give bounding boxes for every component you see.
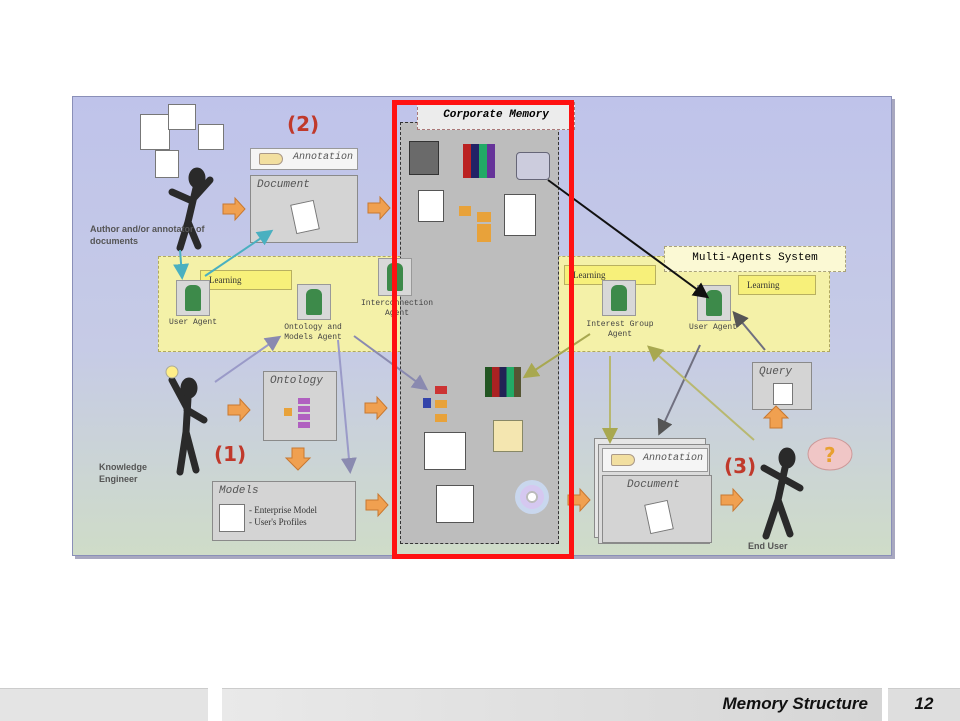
author-figure bbox=[168, 167, 214, 252]
annotation-label-right: Annotation bbox=[643, 453, 704, 464]
document-label: Document bbox=[257, 179, 310, 191]
cd-disc-icon bbox=[515, 480, 549, 514]
models-card: Models - Enterprise Model - User's Profi… bbox=[212, 481, 356, 541]
books-icon bbox=[463, 144, 495, 178]
hierarchy-icon bbox=[423, 386, 453, 422]
folder-tree-icon bbox=[459, 206, 493, 242]
corporate-memory-label: Corporate Memory bbox=[417, 102, 575, 130]
learning-tag-right: Learning bbox=[738, 275, 816, 295]
corporate-memory-highlight bbox=[392, 100, 574, 559]
models-list: - Enterprise Model - User's Profiles bbox=[249, 504, 317, 528]
diagram-doc-icon bbox=[436, 485, 474, 523]
query-card: Query bbox=[752, 362, 812, 410]
step-marker-3: (3) bbox=[724, 454, 757, 478]
author-label: Author and/or annotator of documents bbox=[90, 224, 205, 246]
document-pile-icon bbox=[155, 150, 179, 178]
envelope-icon bbox=[493, 420, 523, 452]
document-pile-icon bbox=[198, 124, 224, 150]
step-marker-1: (1) bbox=[214, 442, 247, 466]
learning-tag-left: Learning bbox=[200, 270, 292, 290]
end-user-label: End User bbox=[748, 541, 788, 551]
flow-arrows bbox=[222, 195, 790, 518]
tag-icon bbox=[611, 454, 635, 466]
document-card-right: Document bbox=[602, 475, 712, 543]
ontology-card: Ontology bbox=[263, 371, 337, 441]
end-user-figure bbox=[760, 447, 804, 540]
user-agent-left-icon bbox=[176, 280, 210, 316]
filing-cabinet-icon bbox=[409, 141, 439, 175]
ontology-label: Ontology bbox=[270, 375, 323, 387]
interest-group-agent-icon bbox=[602, 280, 636, 316]
page-number: 12 bbox=[914, 694, 934, 713]
annotation-label: Annotation bbox=[293, 152, 354, 163]
query-label: Query bbox=[759, 366, 793, 378]
ontology-agent-icon bbox=[297, 284, 331, 320]
database-stack-icon bbox=[516, 152, 550, 180]
form-document-icon bbox=[418, 190, 444, 222]
books-green-icon bbox=[485, 367, 521, 397]
document-pile-icon bbox=[140, 114, 170, 150]
footer-page-box: 12 bbox=[888, 688, 960, 721]
slide-title: Memory Structure bbox=[722, 694, 868, 713]
multi-agents-label: Multi-Agents System bbox=[664, 246, 846, 272]
engineer-label: Knowledge Engineer bbox=[99, 462, 148, 484]
step-marker-2: (2) bbox=[287, 112, 320, 136]
tag-icon bbox=[259, 153, 283, 165]
question-cloud-icon: ? bbox=[807, 437, 853, 471]
report-icon bbox=[424, 432, 466, 470]
ontology-agent-label: Ontology and Models Agent bbox=[284, 323, 342, 342]
query-form-icon bbox=[773, 383, 793, 405]
models-icon bbox=[219, 504, 245, 532]
svg-text:?: ? bbox=[824, 443, 836, 467]
document-pile-icon bbox=[168, 104, 196, 130]
models-item-enterprise: - Enterprise Model bbox=[249, 505, 317, 515]
annotation-card-right: Annotation bbox=[602, 448, 708, 472]
user-agent-left-label: User Agent bbox=[168, 318, 217, 327]
interest-group-agent-label: Interest Group Agent bbox=[586, 320, 654, 339]
spreadsheet-stack-icon bbox=[504, 194, 536, 236]
ontology-tree-icon bbox=[284, 398, 314, 428]
engineer-figure bbox=[165, 365, 208, 476]
document-label-right: Document bbox=[627, 479, 680, 491]
user-agent-right-label: User Agent bbox=[688, 323, 737, 332]
user-agent-right-icon bbox=[697, 285, 731, 321]
models-label: Models bbox=[219, 485, 259, 497]
models-item-profiles: - User's Profiles bbox=[249, 517, 307, 527]
footer-left-panel bbox=[0, 688, 208, 721]
footer-title-bar: Memory Structure bbox=[222, 688, 882, 721]
annotation-card-left: Annotation bbox=[250, 148, 358, 170]
